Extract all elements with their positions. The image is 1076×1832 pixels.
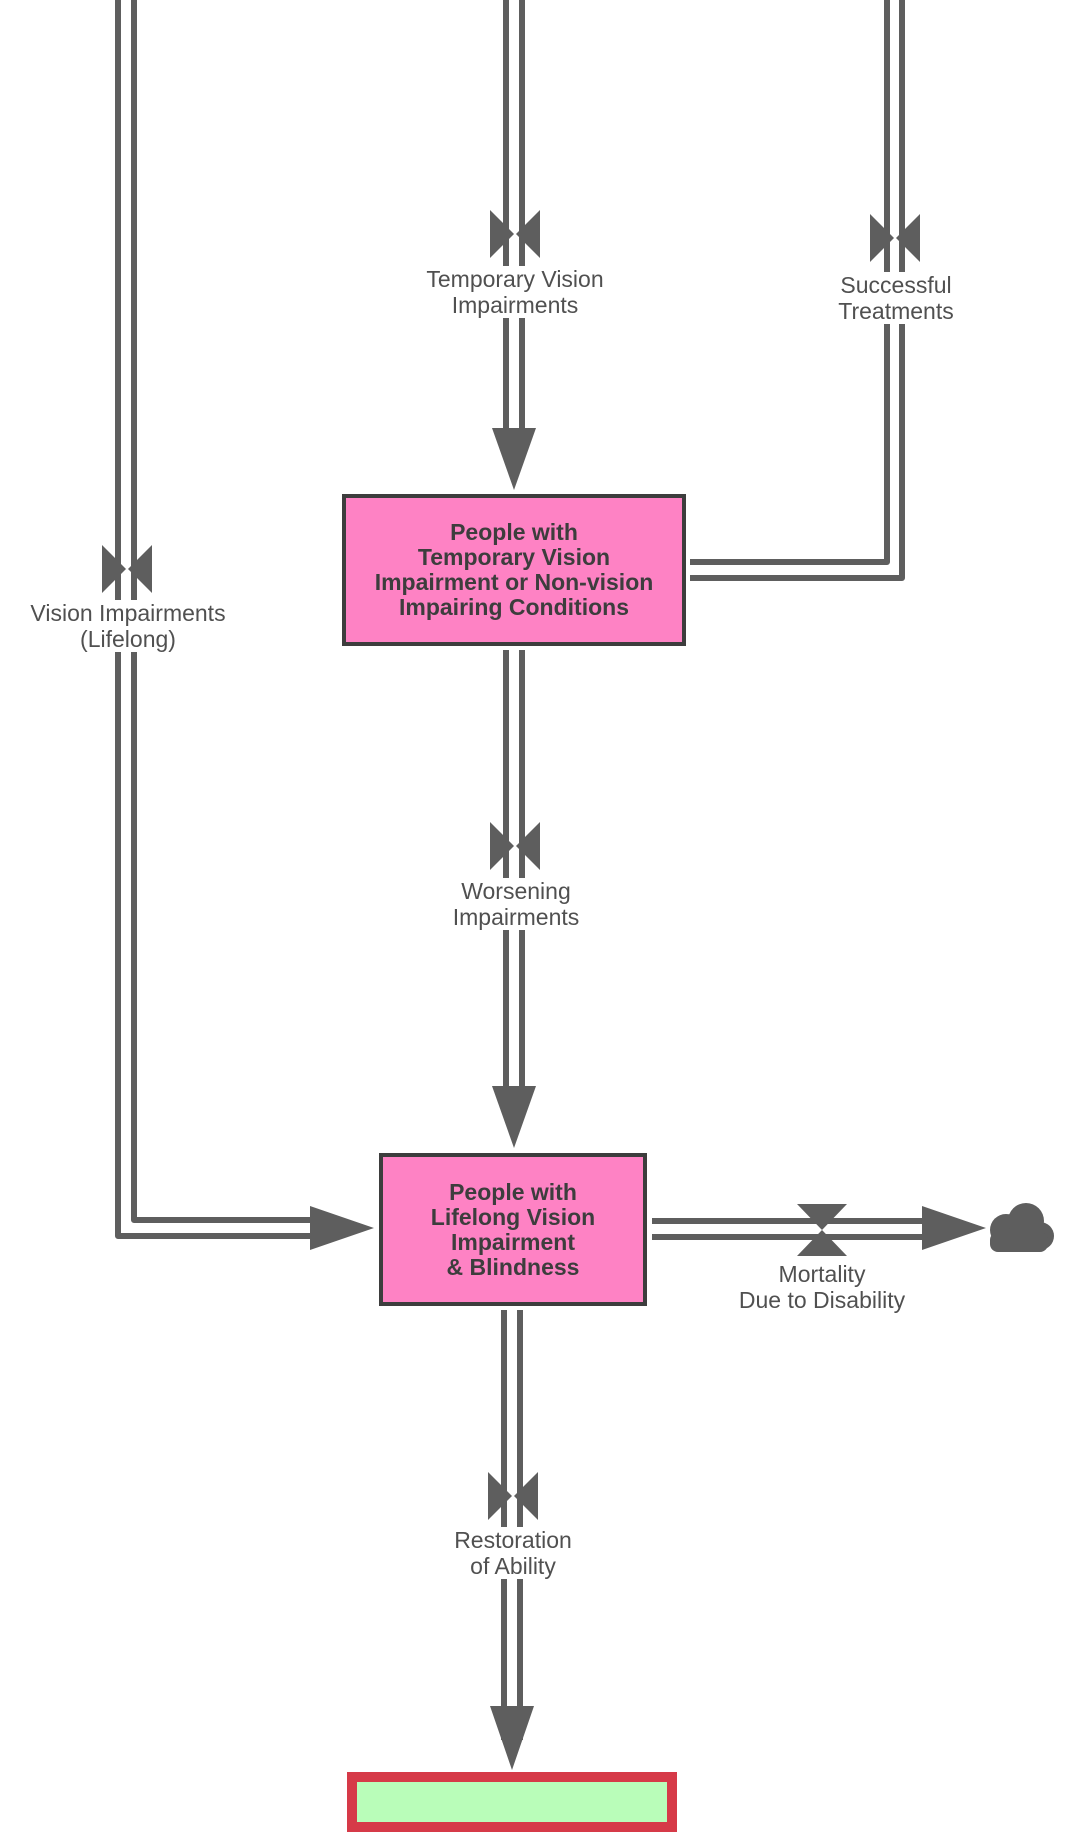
stock-temporary-impairment[interactable]: People with Temporary Vision Impairment …: [342, 494, 686, 646]
flow-label-successful-treatments: Successful Treatments: [834, 272, 958, 324]
flow-label-restoration-of-ability: Restoration of Ability: [450, 1527, 576, 1579]
stock-restored[interactable]: [347, 1772, 677, 1832]
arrowhead-icon: [310, 1206, 374, 1250]
pipe-temporary-vision-impairments: [503, 0, 525, 430]
valve-icon: [488, 1472, 512, 1520]
valve-icon: [516, 210, 540, 258]
flow-label-worsening-impairments: Worsening Impairments: [448, 878, 584, 930]
valve-icon: [102, 545, 126, 593]
arrowhead-icon: [492, 428, 536, 490]
pipe-vision-impairments-lifelong: [115, 0, 312, 1239]
valve-icon: [797, 1230, 847, 1256]
flow-label-temporary-vision-impairments: Temporary Vision Impairments: [422, 266, 608, 318]
cloud-sink-icon: [990, 1203, 1054, 1252]
valve-icon: [896, 214, 920, 262]
pipe-restoration-of-ability: [501, 1310, 523, 1740]
valve-icon: [516, 822, 540, 870]
pipe-worsening-impairments: [503, 650, 525, 1090]
arrowhead-icon: [490, 1706, 534, 1770]
valve-icon: [797, 1204, 847, 1230]
valve-icon: [870, 214, 894, 262]
pipe-mortality: [652, 1218, 930, 1240]
pipe-successful-treatments: [690, 0, 905, 581]
arrowhead-icon: [492, 1086, 536, 1148]
valve-icon: [490, 210, 514, 258]
valve-icon: [128, 545, 152, 593]
flow-label-vision-impairments-lifelong: Vision Impairments (Lifelong): [26, 600, 230, 652]
valve-icon: [490, 822, 514, 870]
flow-label-mortality-due-to-disability: Mortality Due to Disability: [734, 1261, 910, 1313]
valve-icon: [514, 1472, 538, 1520]
arrowhead-icon: [922, 1206, 986, 1250]
stock-lifelong-impairment[interactable]: People with Lifelong Vision Impairment &…: [379, 1153, 647, 1306]
